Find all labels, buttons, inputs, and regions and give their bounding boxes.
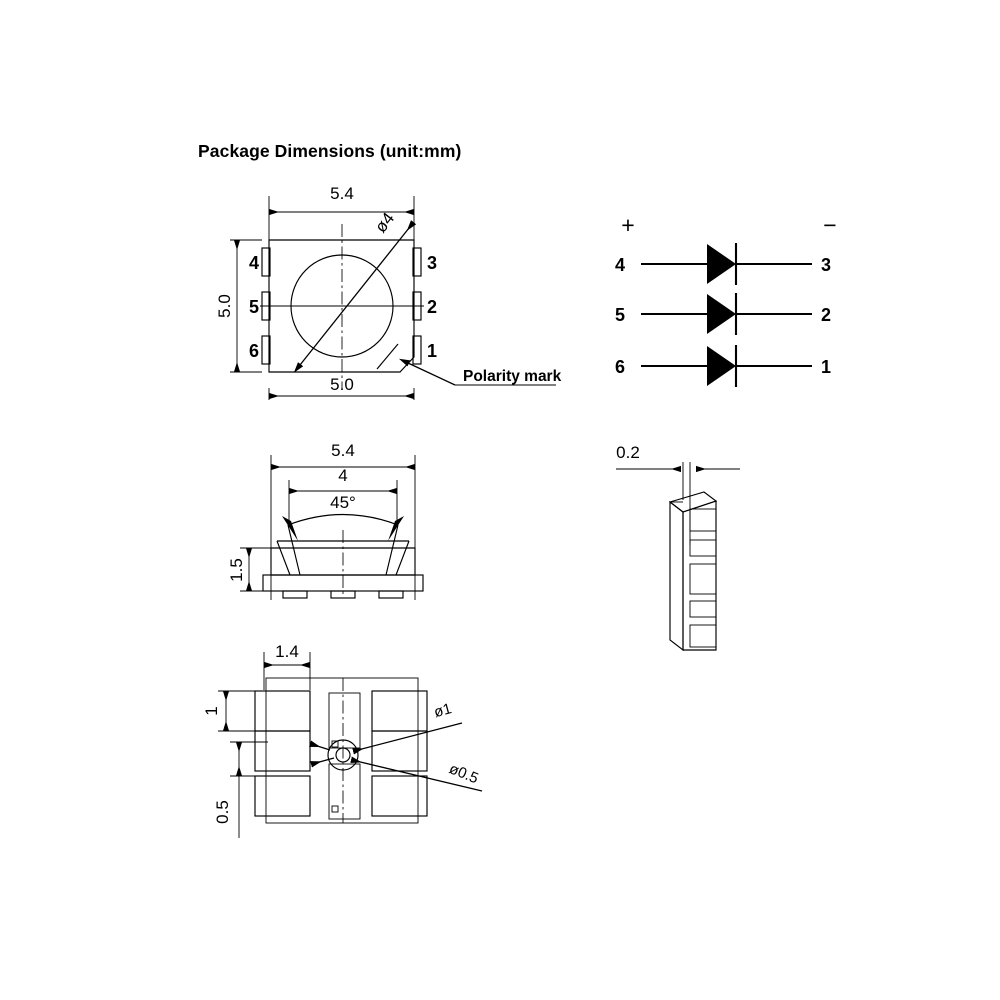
end-view-lead-5 [689,624,717,648]
via-hole-inner [335,747,351,763]
pin-number-1: 1 [427,341,437,361]
end-view-front-plate [669,500,684,652]
pin-number-3: 3 [427,253,437,273]
taper-edge-right-outer [395,540,410,576]
circuit-schematic-group: + − 4 3 5 2 [615,212,837,387]
diode-triangle-icon [707,244,736,284]
hole-outer-leader-opposite [309,740,331,751]
pin-number-4: 4 [249,253,259,273]
footprint-pad-6 [254,775,311,817]
dim-label-height-overall: 5.0 [215,294,234,318]
page-title: Package Dimensions (unit:mm) [198,141,462,161]
dim-label-side-height: 1.5 [227,558,246,582]
dim-label-pad-width: 1.4 [275,642,299,661]
polarity-mark-hatch [376,343,399,370]
lens-diameter-leader [293,220,417,373]
side-view-group: 5.4 4 45° 1.5 [227,441,424,600]
pin-number-2: 2 [427,297,437,317]
footprint-pad-3 [371,690,428,732]
footprint-body-outline [265,677,419,824]
angle-arrow-left [282,516,298,541]
hole-outer-leader [352,722,463,755]
pin-tab-4 [261,247,271,277]
lens-dome-arc [287,514,399,526]
footprint-marker-bottom [331,805,339,813]
top-view-group: 5.4 5.0 5.0 4 5 6 [215,184,562,400]
pin-number-5: 5 [249,297,259,317]
footprint-pad-4 [254,690,311,732]
end-view-lead-3 [689,563,717,595]
dim-label-lens-diameter: ø4 [371,209,398,236]
dim-label-hole-outer: ø1 [432,700,453,721]
end-view-side-plate [682,500,717,651]
footprint-center-pad-bottom [328,763,361,820]
hole-inner-leader-opposite [310,757,335,768]
taper-edge-right [385,524,399,576]
circuit-pin-6: 6 [615,357,625,377]
via-hole-outer [327,739,359,771]
taper-edge-left [287,524,301,576]
end-view-lead-2 [689,539,717,557]
end-view-lead-1 [689,508,717,532]
circuit-pin-5: 5 [615,305,625,325]
circuit-pin-2: 2 [821,305,831,325]
diode-row-1: 4 3 [615,243,831,285]
end-view-group: 0.2 [616,443,740,652]
circuit-pin-3: 3 [821,255,831,275]
diode-row-2: 5 2 [615,293,831,335]
footprint-group: 1.4 1 0.5 [202,642,483,838]
diode-triangle-icon [707,294,736,334]
dim-label-beam-angle: 45° [330,493,356,512]
dim-label-pad-height: 1 [202,706,221,715]
end-view-lead-4 [689,600,717,618]
dim-label-width-overall: 5.4 [330,184,354,203]
polarity-leader-line [398,358,456,386]
side-lead-tab-right [378,590,404,599]
dim-label-lens-width: 4 [338,466,347,485]
footprint-pad-5 [254,730,311,772]
angle-arrow-right [388,516,404,541]
circuit-pin-4: 4 [615,255,625,275]
polarity-mark-label: Polarity mark [463,368,562,385]
circuit-pin-1: 1 [821,357,831,377]
end-view-top-face [668,491,718,513]
dim-label-pad-gap: 0.5 [213,800,232,824]
diode-row-3: 6 1 [615,345,831,387]
pin-tab-5 [261,291,271,321]
hole-inner-leader [350,756,483,792]
dim-label-thickness: 0.2 [616,443,640,462]
pin-tab-6 [261,335,271,365]
pin-number-6: 6 [249,341,259,361]
side-lead-tab-left [282,590,308,599]
footprint-pad-2 [371,730,428,772]
diode-triangle-icon [707,346,736,386]
plus-sign-icon: + [621,212,634,238]
taper-edge-left-outer [276,540,291,576]
dim-label-side-width: 5.4 [331,441,355,460]
minus-sign-icon: − [823,212,836,238]
footprint-pad-1 [371,775,428,817]
